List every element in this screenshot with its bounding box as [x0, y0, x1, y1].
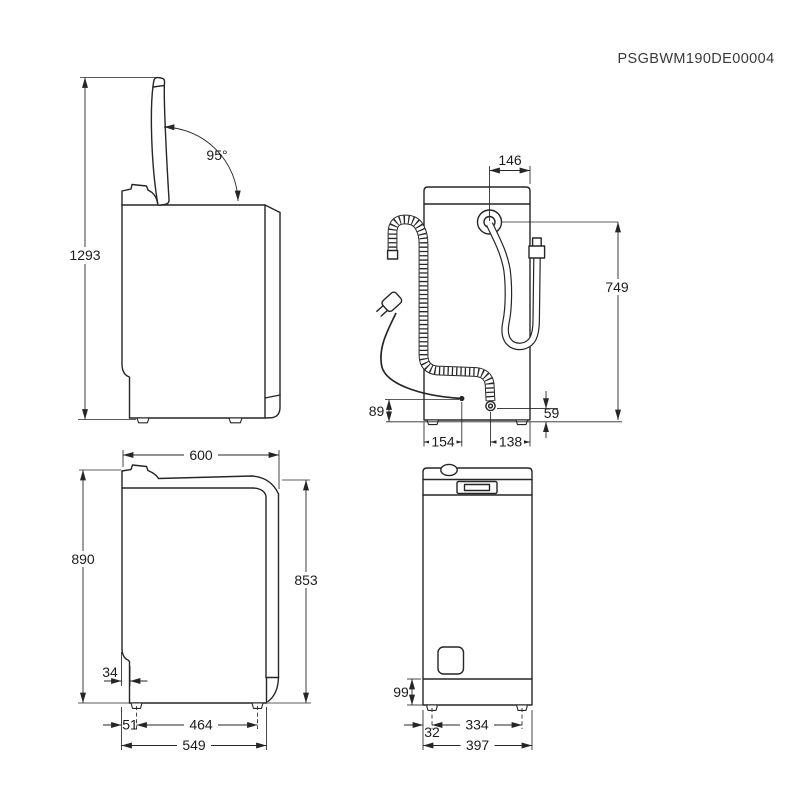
dim-height-body-label: 853 [294, 572, 318, 588]
dim-feet-distance-side-label: 464 [189, 717, 213, 733]
dim-foot-side-offset: 32 [404, 710, 440, 740]
drain-hose-mouth [386, 249, 399, 260]
dim-base-depth: 549 [121, 707, 267, 753]
cabinet-side-closed [121, 464, 280, 709]
dim-width: 397 [422, 710, 533, 753]
dim-plinth-height: 99 [393, 678, 423, 706]
pump-access-door [437, 646, 465, 675]
view-rear: 146 749 89 59 154 [369, 152, 634, 450]
dim-feet-distance-side: 464 [136, 717, 258, 733]
part-code-label: PSGBWM190DE00004 [617, 51, 774, 67]
dim-width-label: 397 [466, 737, 490, 753]
foot [426, 419, 440, 426]
dim-front-foot-offset: 51 [103, 707, 138, 733]
dim-height-total: 890 [66, 469, 121, 704]
drain-hose [386, 214, 496, 412]
dim-cord-offset-label: 154 [431, 434, 455, 450]
inlet-hose-fitting [528, 245, 546, 259]
dim-depth-label: 600 [189, 447, 213, 463]
dim-base-depth-label: 549 [182, 737, 206, 753]
dim-cord-height: 89 [369, 399, 459, 422]
dim-feet-distance-front: 334 [431, 717, 523, 733]
dim-height-total-label: 890 [71, 551, 95, 567]
inlet-hose-thread [531, 237, 542, 248]
lid-open [150, 76, 170, 206]
dim-base-recess-label: 34 [102, 664, 118, 680]
inlet-hose [486, 222, 546, 351]
dim-cord-offset: 154 [423, 402, 463, 450]
dim-feet-distance-front-label: 334 [465, 717, 489, 733]
dim-depth: 600 [122, 447, 280, 489]
dim-lid-angle-label: 95° [206, 147, 227, 163]
dim-height-body: 853 [282, 479, 323, 704]
foot [136, 417, 150, 424]
dim-plinth-height-label: 99 [393, 684, 409, 700]
lid-handle-recess [456, 480, 498, 495]
power-plug [376, 291, 403, 317]
dim-drain-offset-label: 138 [499, 434, 523, 450]
drain-hose-end-ring [485, 400, 496, 412]
cord-anchor-dot [459, 395, 465, 402]
cabinet-front [422, 463, 533, 711]
foot [515, 704, 529, 711]
dim-overall-height-open: 1293 [65, 77, 161, 420]
dim-overall-height-open-label: 1293 [69, 247, 100, 263]
dim-inlet-height: 749 [501, 221, 634, 421]
dim-inlet-top-offset: 146 [489, 152, 531, 221]
view-front: 99 32 334 397 [393, 463, 533, 753]
foot [515, 419, 529, 426]
dim-inlet-height-label: 749 [605, 279, 629, 295]
foot [228, 417, 243, 424]
view-side-lid-open: 95° 1293 [65, 76, 281, 424]
cabinet-side-open [121, 204, 281, 424]
dim-front-foot-offset-label: 51 [122, 717, 138, 733]
dim-lid-angle: 95° [163, 124, 241, 202]
lid-knob [440, 463, 458, 477]
control-panel [121, 183, 159, 206]
rear-cabinet [423, 186, 531, 426]
dim-drain-end-height: 59 [497, 391, 559, 438]
foot [425, 704, 439, 711]
dim-drain-end-height-label: 59 [544, 405, 560, 421]
dim-inlet-top-offset-label: 146 [498, 152, 522, 168]
dim-cord-height-label: 89 [369, 403, 385, 419]
dim-foot-side-offset-label: 32 [424, 724, 440, 740]
power-cord [376, 291, 465, 402]
lid-handle [463, 483, 491, 492]
view-side-lid-closed: 600 890 853 34 [66, 447, 323, 753]
dim-base-recess: 34 [102, 652, 148, 686]
dim-drain-offset: 138 [490, 412, 531, 450]
